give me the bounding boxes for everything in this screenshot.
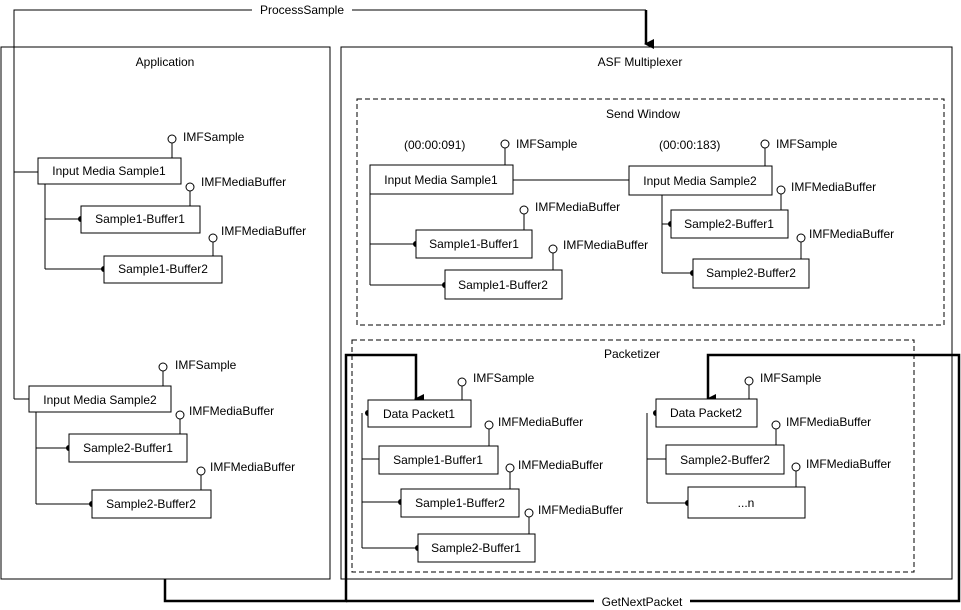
pk-p1-sample1-buffer1-label: Sample1-Buffer1 (393, 453, 483, 467)
process-sample-arrow: ProcessSample (13, 2, 654, 400)
pk-packet1-group: IMFSample Data Packet1 IMFMediaBuffer Sa… (361, 371, 623, 563)
app-sample2-group: IMFSample Input Media Sample2 IMFMediaBu… (28, 358, 295, 519)
sw-sample2-time: (00:00:183) (659, 138, 720, 152)
packetizer-title: Packetizer (604, 347, 660, 361)
sw-sample1-buffer1 (415, 229, 533, 259)
pk-p2-sample2-buffer2-label: Sample2-Buffer2 (680, 453, 770, 467)
pk-p1-buffer3-interface: IMFMediaBuffer (538, 503, 623, 517)
sw-sample1-time: (00:00:091) (404, 138, 465, 152)
pk-data-packet1 (367, 399, 472, 428)
get-next-packet-arrow: GetNextPacket (163, 353, 961, 609)
app-input-media-sample2-label: Input Media Sample2 (43, 393, 157, 407)
pk-p1-buffer2-interface: IMFMediaBuffer (518, 458, 603, 472)
app-sample1-buffer1-label: Sample1-Buffer1 (95, 212, 185, 226)
app-input-media-sample1 (37, 157, 182, 185)
app-sample1-buffer1 (80, 205, 201, 234)
pk-p1-sample2-buffer1 (417, 533, 536, 563)
app-sample1-buffer2 (103, 255, 223, 284)
app-input-media-sample2 (28, 385, 172, 413)
sw-sample2-buffer2 (692, 258, 810, 289)
app-sample2-buffer1-label: Sample2-Buffer1 (83, 441, 173, 455)
sw-sample2-buffer2-label: Sample2-Buffer2 (706, 266, 796, 280)
pk-p2-buffer-n-label: ...n (738, 496, 755, 510)
process-sample-label: ProcessSample (260, 3, 344, 17)
sw-sample2-buffer1-label: Sample2-Buffer1 (684, 217, 774, 231)
sw-input-media-sample2-label: Input Media Sample2 (643, 174, 757, 188)
multiplexer-title: ASF Multiplexer (598, 55, 683, 69)
sw-s1-buffer2-interface: IMFMediaBuffer (563, 238, 648, 252)
pk-packet2-interface: IMFSample (760, 371, 822, 385)
pk-p1-buffer1-interface: IMFMediaBuffer (498, 415, 583, 429)
pk-p1-sample1-buffer2-label: Sample1-Buffer2 (415, 496, 505, 510)
sw-input-media-sample1 (369, 164, 514, 195)
pk-p2-buffer1-interface: IMFMediaBuffer (786, 415, 871, 429)
app-sample1-group: IMFSample Input Media Sample1 IMFMediaBu… (37, 130, 306, 284)
sw-sample2-interface: IMFSample (776, 137, 838, 151)
pk-p2-sample2-buffer2 (665, 444, 785, 475)
app-s2-buffer2-interface: IMFMediaBuffer (210, 460, 295, 474)
app-s1-buffer2-interface: IMFMediaBuffer (221, 224, 306, 238)
pk-p1-sample1-buffer1 (378, 445, 499, 475)
pk-p1-sample1-buffer2 (400, 488, 520, 518)
sw-s2-buffer1-interface: IMFMediaBuffer (791, 180, 876, 194)
app-sample2-buffer2-label: Sample2-Buffer2 (106, 497, 196, 511)
sw-sample1-group: (00:00:091) IMFSample Input Media Sample… (369, 137, 648, 300)
app-s1-buffer1-interface: IMFMediaBuffer (201, 175, 286, 189)
pk-data-packet1-label: Data Packet1 (383, 407, 455, 421)
application-title: Application (136, 55, 195, 69)
pk-p2-buffer-n (687, 486, 806, 519)
app-input-media-sample1-label: Input Media Sample1 (52, 164, 166, 178)
sw-s2-buffer2-interface: IMFMediaBuffer (809, 227, 894, 241)
sw-sample1-buffer2 (444, 269, 563, 300)
sw-sample1-interface: IMFSample (516, 137, 578, 151)
pk-data-packet2-label: Data Packet2 (670, 406, 742, 420)
send-window-title: Send Window (606, 107, 680, 121)
sw-input-media-sample1-label: Input Media Sample1 (384, 173, 498, 187)
sw-sample1-buffer2-label: Sample1-Buffer2 (458, 278, 548, 292)
sw-s1-buffer1-interface: IMFMediaBuffer (535, 200, 620, 214)
app-sample2-buffer1 (68, 433, 188, 463)
pk-data-packet2 (655, 398, 758, 428)
send-window-frame (356, 98, 945, 326)
app-sample2-buffer2 (91, 489, 212, 519)
packetizer-frame (351, 339, 915, 573)
app-sample1-interface: IMFSample (183, 130, 245, 144)
sw-sample2-buffer1 (670, 209, 789, 239)
app-sample2-interface: IMFSample (175, 358, 237, 372)
sw-sample1-buffer1-label: Sample1-Buffer1 (429, 237, 519, 251)
sw-sample2-group: (00:00:183) IMFSample Input Media Sample… (628, 137, 894, 289)
pk-packet2-group: IMFSample Data Packet2 IMFMediaBuffer Sa… (646, 371, 891, 519)
pk-p1-sample2-buffer1-label: Sample2-Buffer1 (431, 541, 521, 555)
get-next-packet-label: GetNextPacket (602, 595, 683, 609)
pk-p2-buffer-n-interface: IMFMediaBuffer (806, 457, 891, 471)
app-sample1-buffer2-label: Sample1-Buffer2 (118, 262, 208, 276)
app-s2-buffer1-interface: IMFMediaBuffer (189, 404, 274, 418)
sw-input-media-sample2 (628, 165, 773, 196)
pk-packet1-interface: IMFSample (473, 371, 535, 385)
